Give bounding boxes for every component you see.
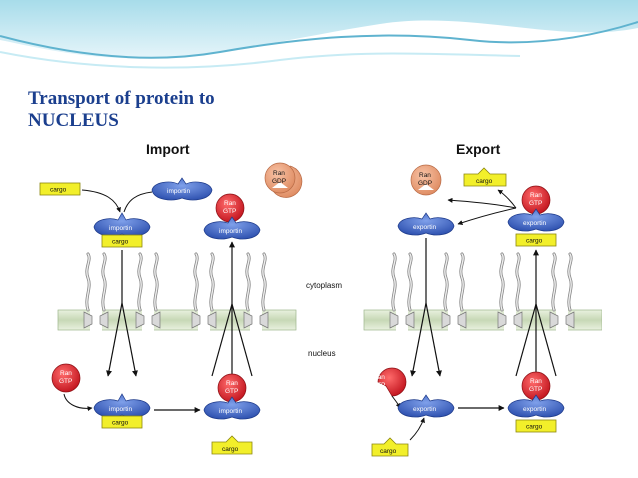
arrow-export-up-left — [515, 303, 537, 377]
import-heading: Import — [146, 141, 190, 157]
importin-label: importin — [109, 406, 133, 413]
cargo-label: cargo — [112, 239, 129, 246]
export-heading: Export — [456, 141, 501, 157]
ran-label: Ran — [530, 192, 542, 199]
ran-gtp-exportin-cargo-complex-nucleus: Ran GTP exportin cargo — [507, 371, 565, 433]
importin-cargo-complex-nucleus: importin cargo — [93, 393, 151, 429]
cargo-export-cytoplasm: cargo — [463, 167, 507, 187]
slide-title-line-2: NUCLEUS — [28, 110, 119, 131]
gtp-label: GTP — [223, 208, 236, 215]
arrow-import-right — [121, 302, 138, 377]
ran-label: Ran — [373, 374, 385, 381]
cytoplasm-label: cytoplasm — [306, 281, 342, 290]
cargo-export-nucleus: cargo — [371, 437, 409, 457]
cargo-label: cargo — [526, 238, 543, 245]
cargo-released-nucleus: cargo — [211, 435, 253, 455]
ran-gdp-import: Ran GDP — [264, 162, 303, 198]
arrow-importin-binding — [123, 191, 153, 213]
gtp-label: GTP — [529, 200, 542, 207]
ran-gdp-export: Ran GDP — [410, 164, 442, 196]
exportin-nucleus: exportin — [397, 394, 455, 418]
importin-label: importin — [219, 408, 243, 415]
importin-free: importin — [151, 177, 213, 201]
gtp-label: GTP — [529, 386, 542, 393]
header-wave-decoration — [0, 0, 638, 69]
ran-gtp-nucleus-import: Ran GTP — [51, 363, 81, 393]
slide-title-line-1: Transport of protein to — [28, 88, 215, 109]
nuclear-pore — [497, 252, 523, 332]
ran-label: Ran — [60, 370, 72, 377]
ran-gtp-exportin-cargo-complex-cytoplasm: Ran GTP exportin cargo — [507, 185, 565, 247]
arrow-export-down-right — [425, 302, 442, 377]
gtp-label: GTP — [372, 382, 385, 389]
arrow-import-up-left — [211, 303, 233, 377]
arrow-export-down-left — [410, 302, 427, 377]
cargo-label: cargo — [112, 420, 129, 427]
ran-label: Ran — [273, 170, 285, 177]
cargo-label: cargo — [50, 187, 67, 194]
exportin-label: exportin — [413, 224, 437, 231]
gdp-label: GDP — [418, 180, 432, 187]
ran-label: Ran — [226, 380, 238, 387]
nuclear-pore — [549, 252, 575, 332]
slide-title: Transport of protein to NUCLEUS — [28, 88, 328, 132]
exportin-label: exportin — [523, 406, 547, 413]
exportin-label: exportin — [413, 406, 437, 413]
nuclear-pore — [389, 252, 415, 332]
importin-label: importin — [109, 225, 133, 232]
arrow-release-exportin — [457, 207, 517, 225]
cargo-label: cargo — [476, 178, 493, 185]
ran-gtp-nucleus-export: Ran GTP — [372, 367, 407, 397]
cargo-label: cargo — [526, 424, 543, 431]
gtp-label: GTP — [225, 388, 238, 395]
arrow-import-up-right — [231, 303, 253, 377]
gdp-label: GDP — [272, 178, 286, 185]
exportin-label: exportin — [523, 220, 547, 227]
importin-label: importin — [167, 188, 191, 195]
ran-gtp-importin-complex-cytoplasm: Ran GTP importin — [203, 193, 261, 240]
nuclear-pore — [243, 252, 269, 332]
nucleus-label: nucleus — [308, 349, 336, 358]
arrow-cargo-to-exportin — [409, 417, 425, 441]
arrow-cargo-binding — [81, 189, 121, 213]
ran-label: Ran — [224, 200, 236, 207]
gtp-label: GTP — [59, 378, 72, 385]
cargo-label: cargo — [380, 448, 397, 455]
nuclear-pore — [135, 252, 161, 332]
importin-cargo-complex-cytoplasm: importin cargo — [93, 212, 151, 248]
nuclear-pore — [441, 252, 467, 332]
arrow-release-cargo — [497, 189, 517, 209]
ran-label: Ran — [530, 378, 542, 385]
importin-label: importin — [219, 228, 243, 235]
cargo-label: cargo — [222, 446, 239, 453]
exportin-free: exportin — [397, 212, 455, 236]
nuclear-pore — [83, 252, 109, 332]
arrow-release-ran-gdp — [447, 197, 517, 209]
nuclear-pore-complexes — [83, 252, 575, 332]
cargo-import-cytoplasm: cargo — [39, 182, 81, 196]
ran-label: Ran — [419, 172, 431, 179]
arrow-export-up-right — [535, 303, 557, 377]
nuclear-pore — [191, 252, 217, 332]
arrow-import-left — [106, 302, 123, 377]
ran-gtp-importin-complex-nucleus: Ran GTP importin — [203, 373, 261, 420]
arrow-ran-gtp-binding — [63, 393, 93, 412]
nuclear-transport-diagram: Import Export cytoplasm nucleus cargo im… — [36, 138, 602, 468]
